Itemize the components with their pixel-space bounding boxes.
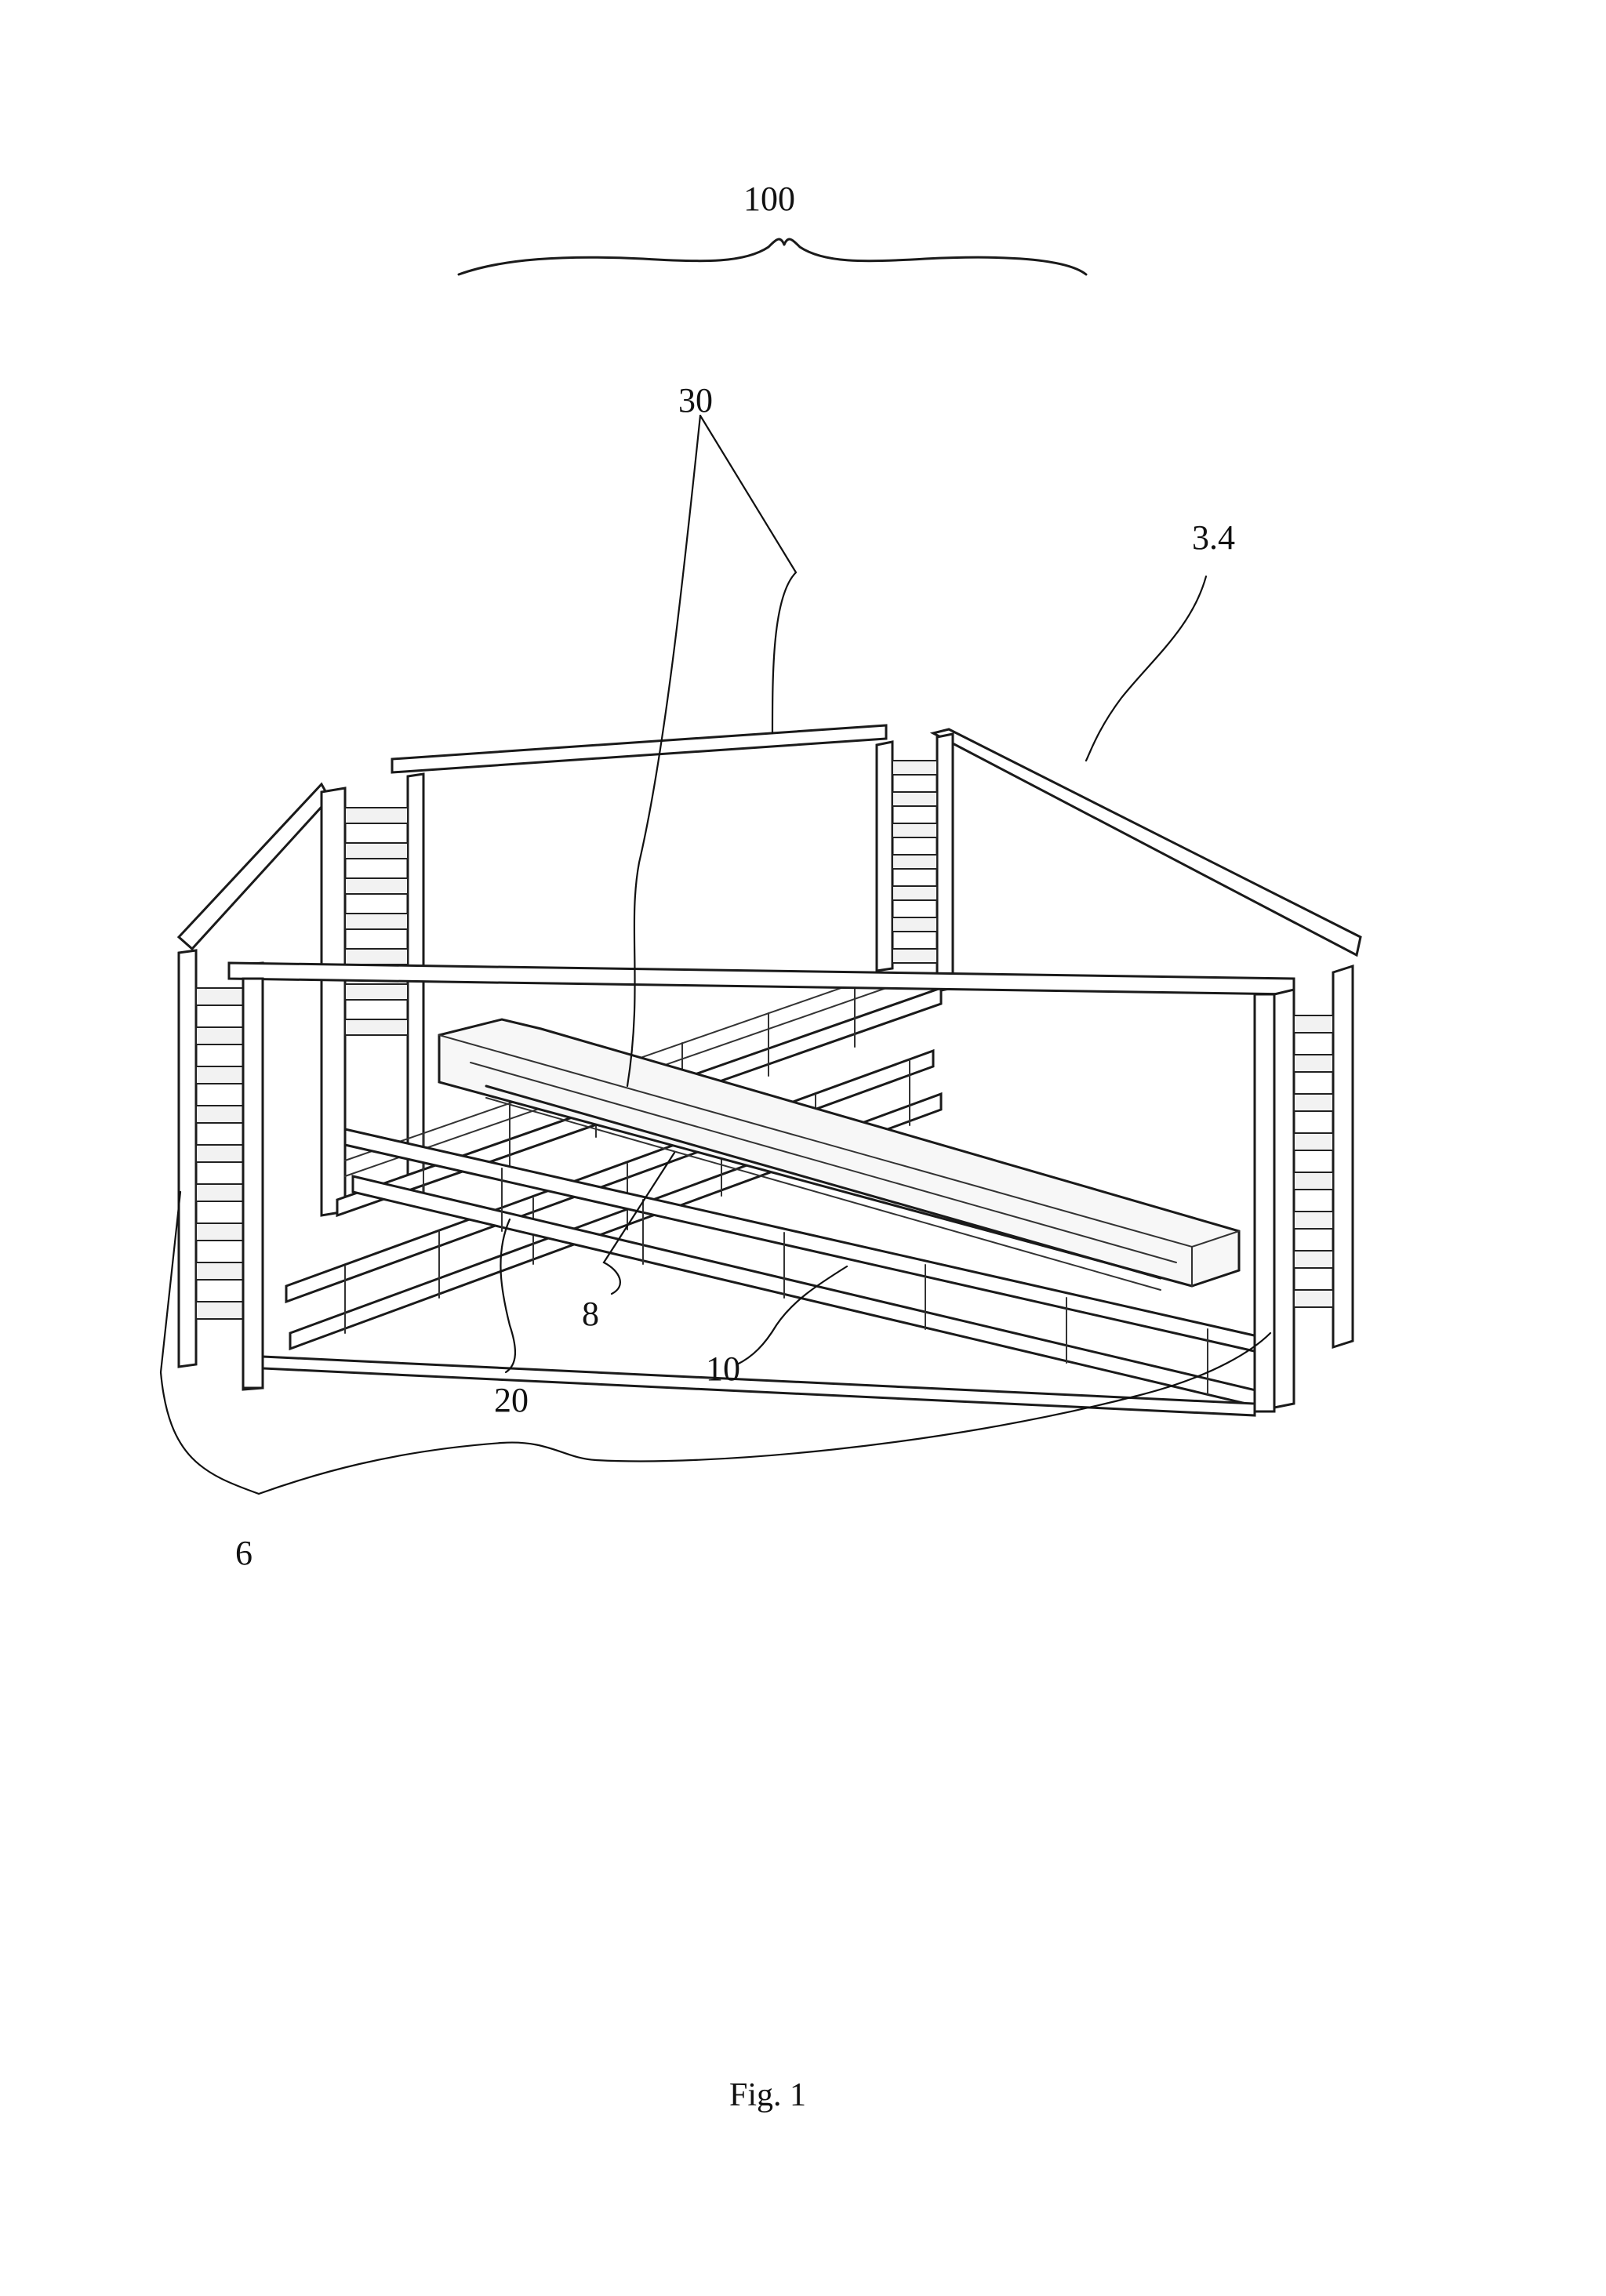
slab-30 — [438, 1018, 1241, 1288]
label-30: 30 — [678, 381, 713, 420]
support-8 — [485, 1084, 1162, 1291]
label-100: 100 — [743, 180, 795, 218]
left-slanted-rail — [176, 782, 331, 951]
assembly-brace — [457, 238, 1088, 276]
back-right-ladder — [875, 732, 954, 993]
figure-caption: Fig. 1 — [729, 2077, 806, 2113]
label-6: 6 — [235, 1534, 253, 1572]
label-8: 8 — [582, 1295, 599, 1333]
label-20: 20 — [494, 1381, 529, 1419]
leader-lines — [159, 414, 1272, 1495]
front-right-ladder — [1273, 964, 1354, 1409]
back-left-ladder — [320, 772, 425, 1217]
reference-labels: 100 30 3.4 8 20 10 6 Fig. 1 — [235, 180, 1235, 2113]
front-frame — [227, 961, 1295, 1417]
label-10: 10 — [706, 1350, 740, 1388]
label-3-4: 3.4 — [1192, 518, 1235, 557]
right-slanted-rail — [929, 728, 1362, 957]
back-top-rail — [391, 724, 888, 774]
